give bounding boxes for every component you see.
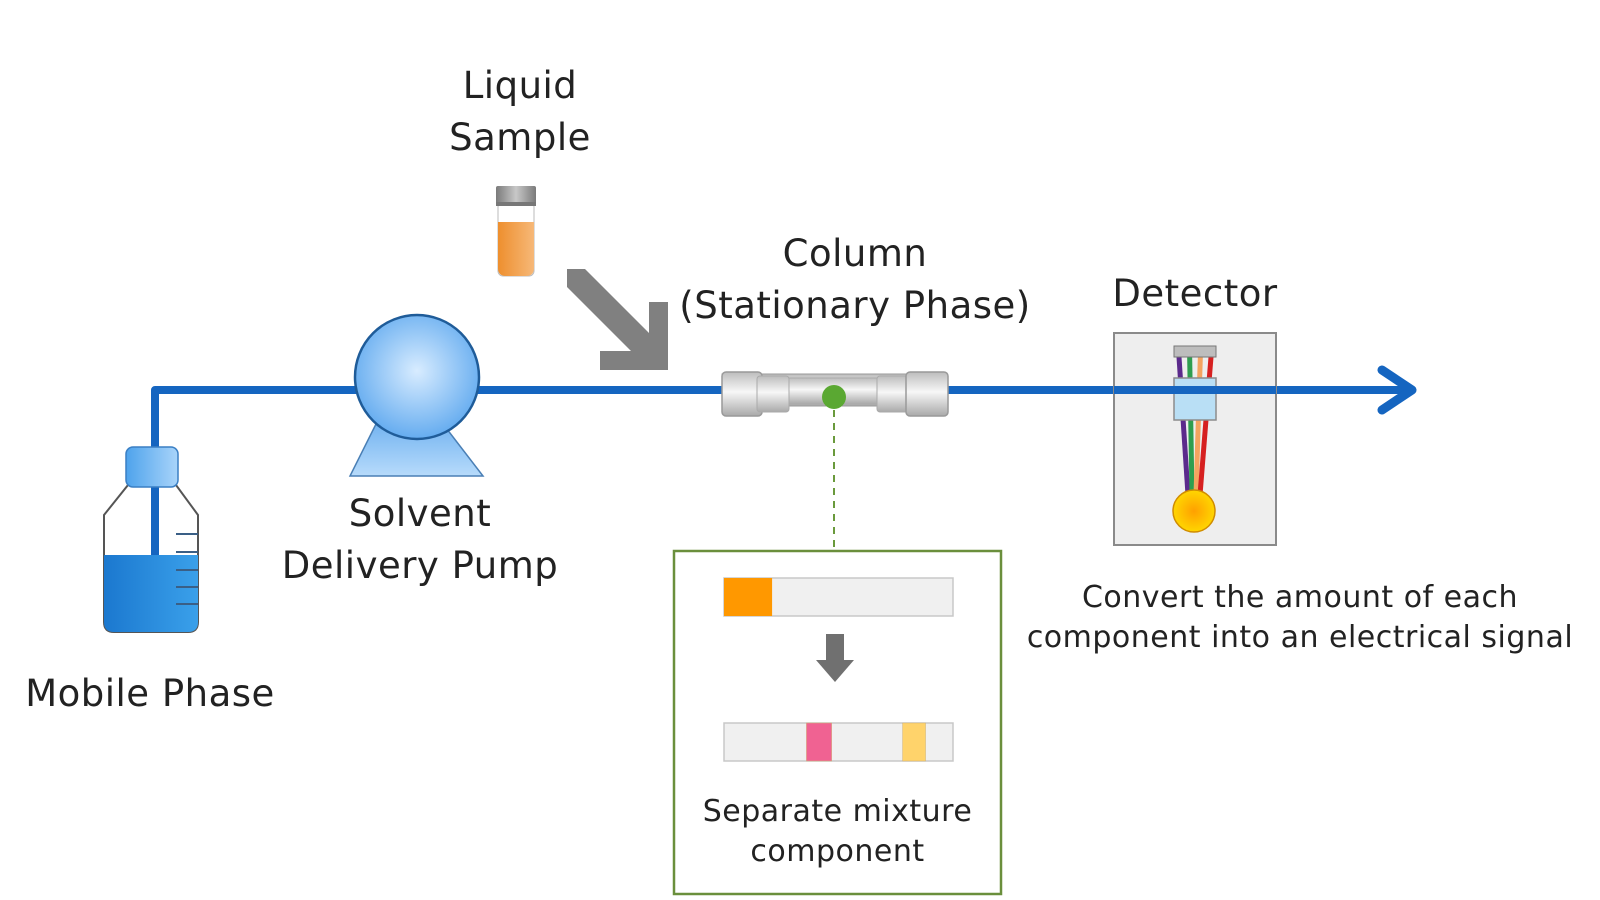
mobile-phase-label: Mobile Phase [25, 672, 275, 715]
flow-line [151, 386, 1410, 470]
pump-label: Solvent Delivery Pump [281, 492, 559, 587]
flow-outlet-arrow-icon [1377, 365, 1417, 415]
detector-caption: Convert the amount of each component int… [1026, 580, 1574, 655]
separation-arrow-icon [816, 634, 854, 682]
sample-vial-icon [496, 186, 536, 277]
liquid-sample-label: Liquid Sample [449, 64, 591, 159]
detector-label: Detector [1112, 272, 1278, 315]
column-sample-dot [822, 385, 846, 409]
pump-icon [348, 313, 485, 477]
component-b-band [902, 722, 926, 762]
after-separation-bar [723, 722, 954, 762]
before-separation-bar [723, 577, 954, 617]
mobile-phase-bottle-icon [103, 446, 199, 633]
injection-arrow-icon [567, 269, 668, 370]
component-a-band [806, 722, 832, 762]
mixed-sample-band [724, 578, 773, 616]
separation-caption: Separate mixture component [702, 794, 973, 869]
detector-icon [1113, 332, 1277, 546]
column-label: Column (Stationary Phase) [679, 232, 1031, 327]
